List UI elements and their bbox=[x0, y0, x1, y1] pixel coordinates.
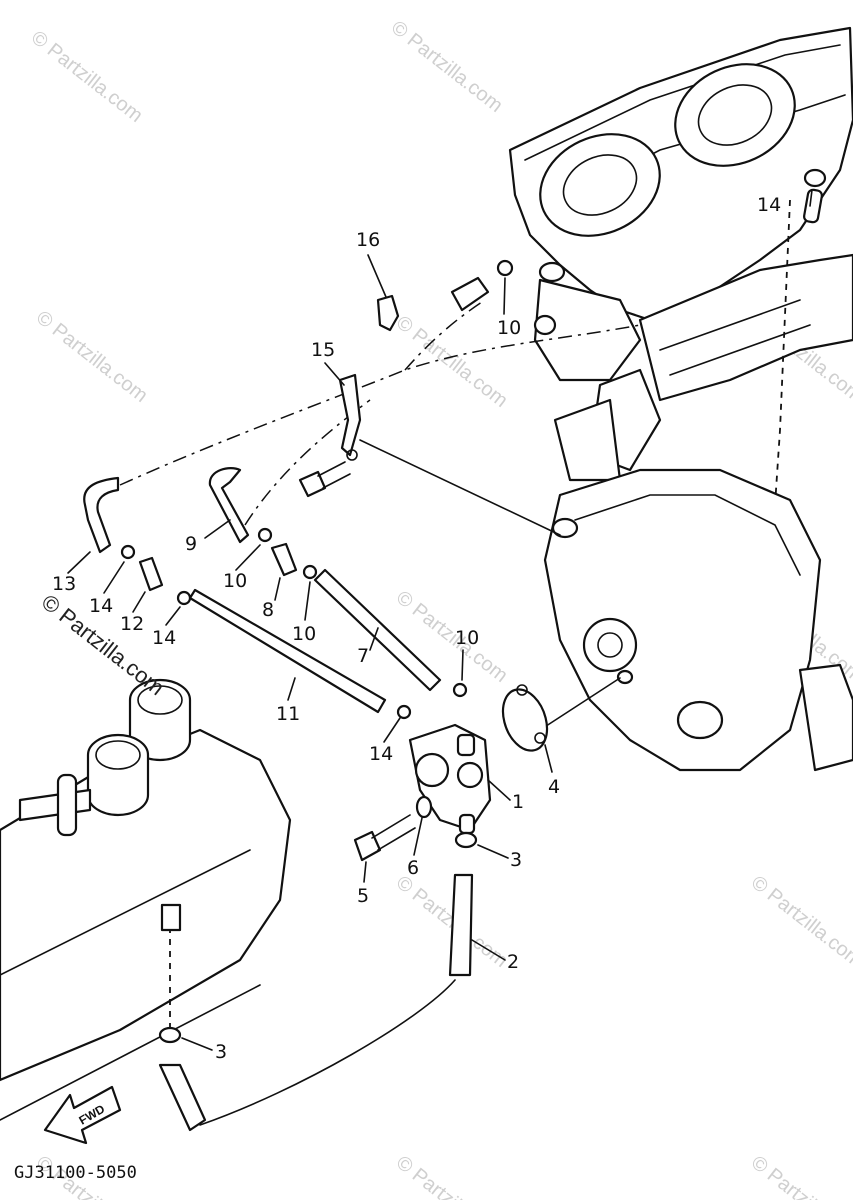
watermark: © Partzilla.com bbox=[27, 27, 147, 127]
callout-14: 14 bbox=[89, 595, 113, 617]
callout-7: 7 bbox=[357, 645, 369, 667]
callout-2: 2 bbox=[507, 951, 519, 973]
callout-16: 16 bbox=[356, 229, 380, 251]
callout-4: 4 bbox=[548, 776, 560, 798]
callout-10: 10 bbox=[497, 317, 521, 339]
callout-10: 10 bbox=[223, 570, 247, 592]
pump-cover bbox=[543, 468, 853, 772]
callout-10: 10 bbox=[292, 623, 316, 645]
hoses bbox=[83, 276, 490, 1132]
watermark: © Partzilla.com bbox=[392, 312, 512, 412]
watermark: © Partzilla.com bbox=[392, 1152, 512, 1200]
callout-leaders bbox=[67, 189, 813, 1051]
callout-9: 9 bbox=[185, 533, 197, 555]
watermark: © Partzilla.com bbox=[747, 872, 853, 972]
watermark: © Partzilla.com bbox=[387, 17, 507, 117]
callout-15: 15 bbox=[311, 339, 335, 361]
diagram-code: GJ31100-5050 bbox=[14, 1163, 137, 1183]
small-parts bbox=[120, 259, 549, 1044]
callout-8: 8 bbox=[262, 599, 274, 621]
callout-11: 11 bbox=[276, 703, 300, 725]
callout-14: 14 bbox=[757, 194, 781, 216]
callout-10: 10 bbox=[455, 627, 479, 649]
connection-lines bbox=[119, 299, 641, 1126]
callout-3: 3 bbox=[510, 849, 522, 871]
watermark: © Partzilla.com bbox=[32, 307, 152, 407]
callout-13: 13 bbox=[52, 573, 76, 595]
watermark: © Partzilla.com bbox=[747, 1152, 853, 1200]
callout-12: 12 bbox=[120, 613, 144, 635]
oil-tank bbox=[0, 678, 292, 1121]
part-callouts: 1 2 3 3 4 5 6 7 8 9 10 10 10 10 11 12 13… bbox=[52, 194, 781, 1063]
callout-1: 1 bbox=[512, 791, 524, 813]
engine-block bbox=[508, 26, 853, 581]
callout-14: 14 bbox=[369, 743, 393, 765]
callout-5: 5 bbox=[357, 885, 369, 907]
callout-3: 3 bbox=[215, 1041, 227, 1063]
callout-6: 6 bbox=[407, 857, 419, 879]
callout-14: 14 bbox=[152, 627, 176, 649]
fwd-arrow: FWD bbox=[43, 1085, 122, 1145]
